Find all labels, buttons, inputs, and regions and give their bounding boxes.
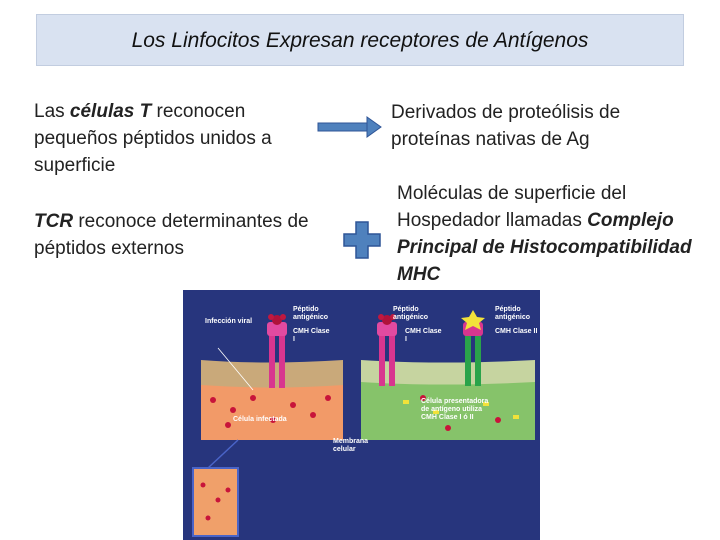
label-cmh-3: CMH Clase II: [495, 328, 538, 335]
text-span: reconoce determinantes de péptidos exter…: [34, 211, 309, 259]
label-peptido-1: Péptido antigénico: [293, 306, 329, 321]
label-peptido-2: Péptido antigénico: [393, 306, 429, 321]
plus-icon: [343, 221, 381, 259]
label-celula-infectada: Célula infectada: [233, 416, 287, 423]
emphasis-celulas-t: células T: [69, 101, 152, 122]
left-text-1: Las células T reconocen pequeños péptido…: [34, 98, 324, 179]
label-presentadora: Célula presentadora de antígeno utiliza …: [421, 398, 489, 421]
text-span: Moléculas de superficie del Hospedador l…: [397, 183, 627, 231]
emphasis-tcr: TCR: [34, 211, 74, 232]
mhc-illustration: Infección viral Péptido antigénico CMH C…: [183, 290, 540, 540]
label-peptido-3: Péptido antigénico: [495, 306, 531, 321]
text-span: Las: [34, 101, 70, 122]
label-cmh-2: CMH Clase I: [405, 328, 442, 343]
label-infeccion: Infección viral: [205, 318, 253, 325]
illustration-canvas: [183, 290, 540, 540]
left-text-2: TCR reconoce determinantes de péptidos e…: [34, 208, 334, 262]
label-membrana: Membrana celular: [333, 438, 369, 453]
emphasis-mhc: Complejo Principal de Histocompatibilida…: [397, 210, 692, 285]
title-banner: Los Linfocitos Expresan receptores de An…: [36, 14, 684, 66]
slide-title: Los Linfocitos Expresan receptores de An…: [131, 29, 589, 52]
right-arrow-icon: [317, 116, 382, 138]
right-text-2: Moléculas de superficie del Hospedador l…: [397, 180, 697, 288]
text-span: reconocen pequeños péptidos unidos a sup…: [34, 101, 272, 176]
right-text-1: Derivados de proteólisis de proteínas na…: [391, 102, 621, 150]
label-cmh-1: CMH Clase I: [293, 328, 330, 343]
